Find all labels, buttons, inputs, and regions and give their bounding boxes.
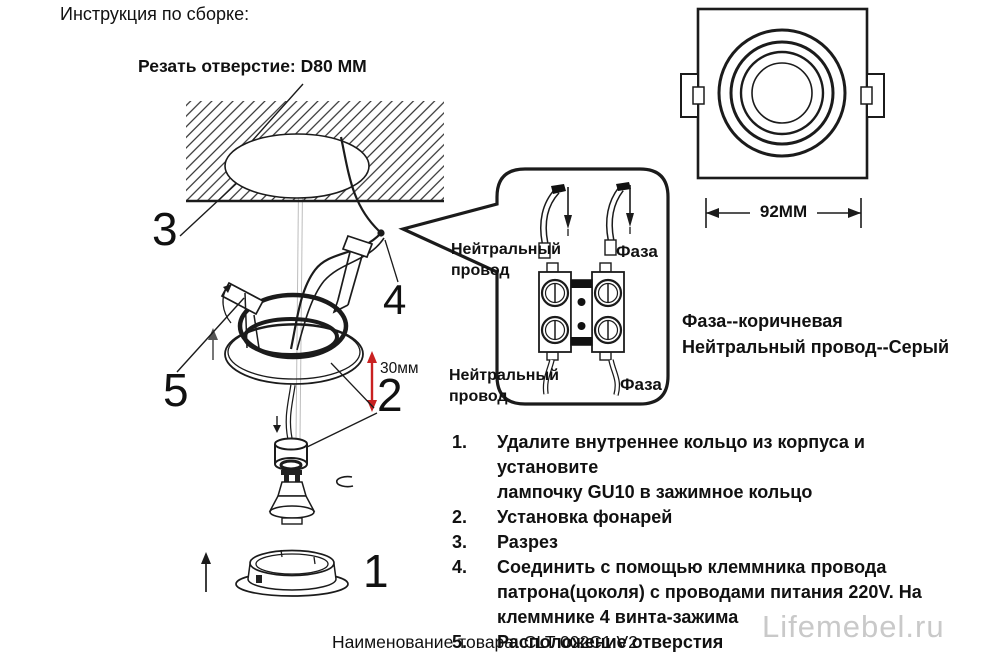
step-item-1: 1. Удалите внутреннее кольцо из корпуса … [452,430,957,505]
page-title: Инструкция по сборке: [60,4,250,24]
ceiling-cutout [179,83,444,237]
trim-ring [201,549,349,597]
spring-clips [176,234,374,373]
neutral-wire-label-top: Нейтральный провод [451,241,561,279]
step-number: 5. [452,632,468,652]
step-item-3: 3. Разрез [452,530,957,555]
steps-list: 1. Удалите внутреннее кольцо из корпуса … [452,430,957,655]
cut-hole-label: Резать отверстие: D80 MM [138,56,367,76]
wire-color-note: Фаза--коричневая Нейтральный провод--Сер… [682,311,950,357]
width-dimension-label: 92MM [750,202,817,222]
depth-label: 30мм [380,360,419,377]
step-text: Расположение отверстия [497,632,724,652]
part-number-5: 5 [163,364,189,416]
step-text: Соединить с помощью клеммника провода па… [497,557,922,627]
fixture-top-view [680,7,885,228]
step-number: 1. [452,432,468,452]
step-number: 3. [452,532,468,552]
part2-leaders [304,362,378,449]
wiring-callout [398,167,670,406]
fixture-cable [273,384,296,440]
fixture-body [224,292,364,385]
watermark: Lifemebel.ru [762,609,945,644]
neutral-wire-label-bottom: Нейтральный провод [449,367,559,405]
step-text: Разрез [497,532,558,552]
part-number-1: 1 [363,545,389,597]
gu10-bulb [268,470,354,525]
step-item-4: 4. Соединить с помощью клеммника провода… [452,555,957,630]
phase-wire-label-top: Фаза [616,242,658,261]
phase-wire-label-bottom: Фаза [620,375,662,394]
step-item-2: 2. Установка фонарей [452,505,957,530]
product-name-caption: Наименование товара: CLT 002C1 V2 [332,632,638,652]
step-text: Удалите внутреннее кольцо из корпуса и у… [497,432,865,502]
lamp-socket [274,437,308,471]
part-number-3: 3 [152,203,178,255]
part-number-2: 2 [377,369,403,421]
step-text: Установка фонарей [497,507,673,527]
part-number-4: 4 [383,276,407,323]
step-number: 4. [452,557,468,577]
step-number: 2. [452,507,468,527]
step-item-5: 5. Расположение отверстия [452,630,957,655]
